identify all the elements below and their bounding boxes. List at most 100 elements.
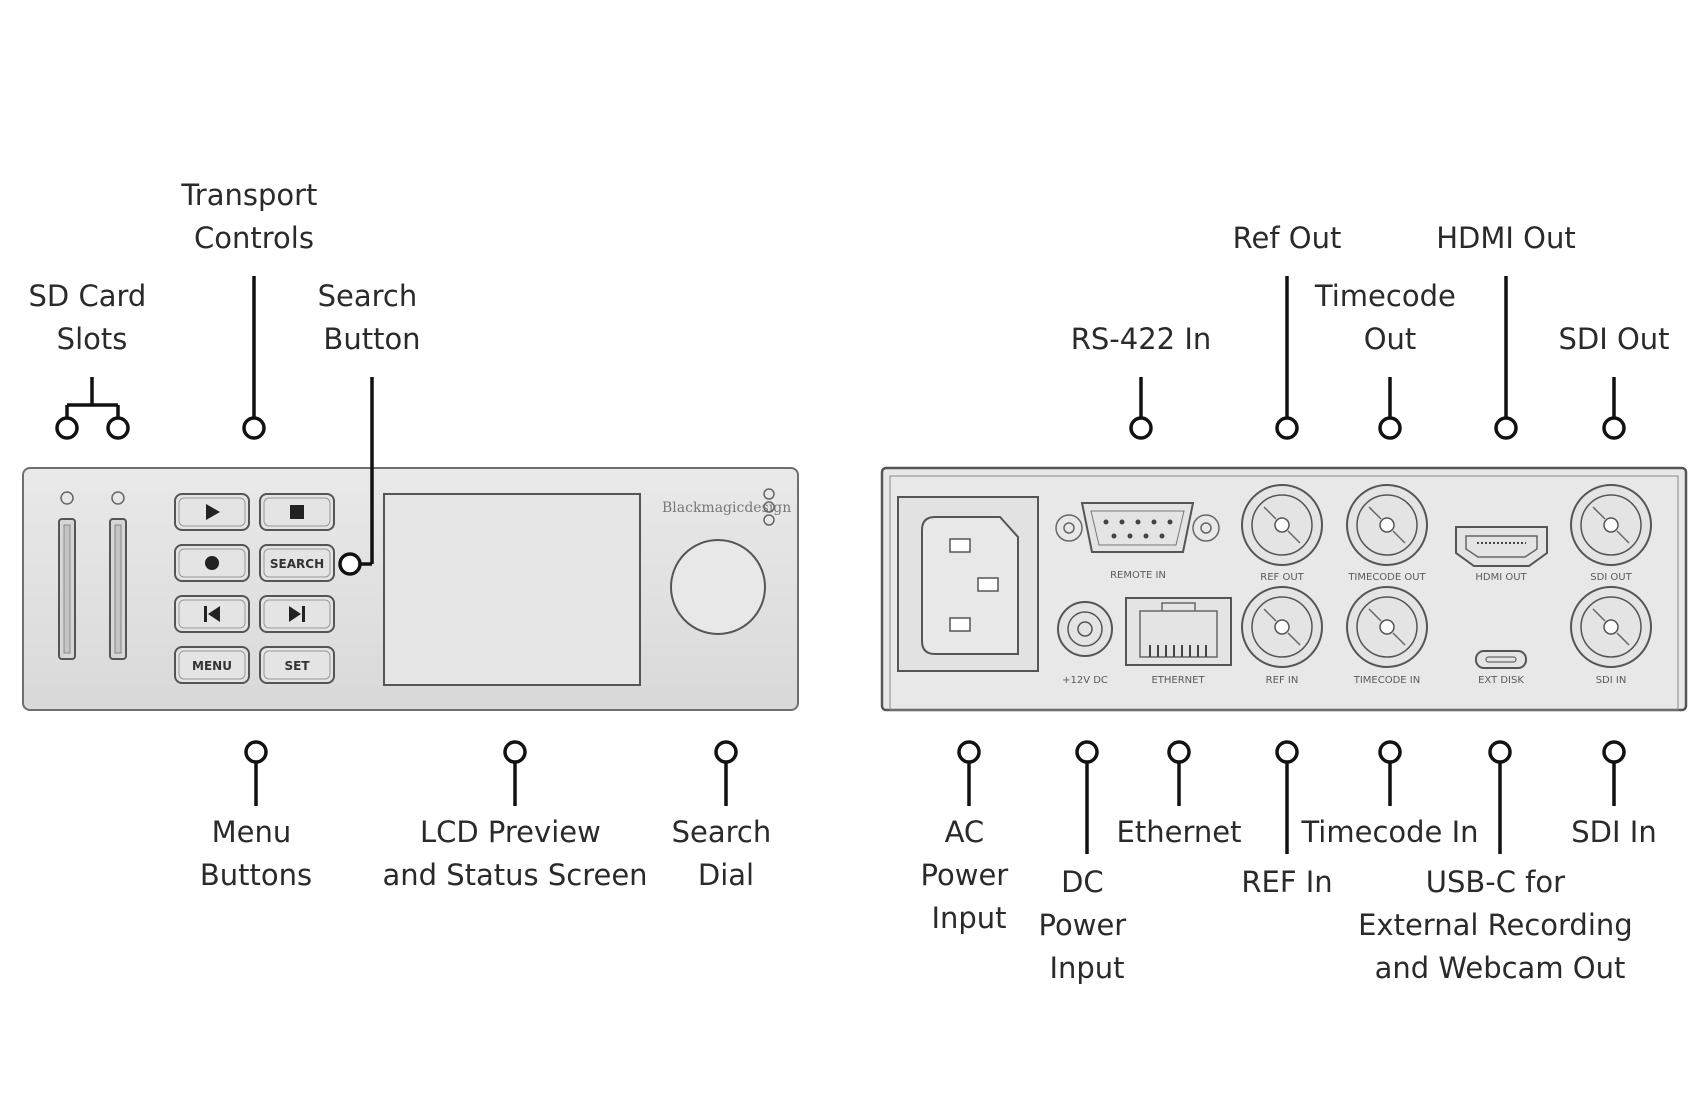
label-line: Ref Out — [1233, 221, 1342, 255]
dc-power-port: +12V DC — [1057, 601, 1113, 686]
leader-ref-out — [1275, 276, 1299, 440]
search-button: SEARCH — [259, 544, 335, 582]
leader-rs422-in — [1129, 377, 1153, 440]
leader-ethernet — [1167, 740, 1191, 806]
label-line: Search — [318, 279, 418, 313]
label-line: SDI In — [1571, 815, 1656, 849]
leader-timecode-out — [1378, 377, 1402, 440]
hdmi-out-port: HDMI OUT — [1455, 526, 1548, 583]
label-hdmi-out: HDMI Out — [1436, 221, 1576, 255]
label-sdi-in: SDI In — [1571, 815, 1656, 849]
label-line: and Webcam Out — [1375, 951, 1626, 985]
front-panel: SEARCH MENU SET — [22, 467, 799, 711]
label-line: Ethernet — [1117, 815, 1242, 849]
stop-button — [259, 493, 335, 531]
label-dc-power: DC Power Input — [1039, 865, 1136, 985]
label-line: External Recording — [1358, 908, 1633, 942]
ref-out-port-label: REF OUT — [1260, 572, 1304, 583]
leader-sdi-out — [1602, 377, 1626, 440]
ethernet-port: ETHERNET — [1125, 597, 1232, 686]
previous-clip-button — [174, 595, 250, 633]
ref-in-port-label: REF IN — [1266, 675, 1299, 686]
play-button — [174, 493, 250, 531]
leader-usb-c — [1488, 740, 1512, 854]
leader-transport-controls — [242, 276, 266, 440]
brand-text: Blackmagicdesign — [662, 500, 791, 516]
label-line: AC — [945, 815, 985, 849]
next-clip-button — [259, 595, 335, 633]
play-icon — [206, 504, 220, 520]
brand-logo — [763, 488, 775, 526]
label-timecode-out: Timecode Out — [1314, 279, 1465, 356]
label-ethernet: Ethernet — [1117, 815, 1242, 849]
label-line: SD Card — [28, 279, 146, 313]
label-search-dial: Search Dial — [672, 815, 781, 892]
label-line: Button — [323, 322, 420, 356]
leader-ref-in — [1275, 740, 1299, 854]
ac-power-inlet — [897, 496, 1039, 672]
label-line: HDMI Out — [1436, 221, 1576, 255]
label-line: Transport — [180, 178, 317, 212]
sdi-in-port-label: SDI IN — [1596, 675, 1627, 686]
dc-port-label: +12V DC — [1062, 675, 1108, 686]
label-line: Power — [1039, 908, 1127, 942]
label-line: SDI Out — [1558, 322, 1669, 356]
label-search-button: Search Button — [318, 279, 427, 356]
stop-icon — [290, 505, 304, 519]
sd-card-slot-1 — [58, 491, 76, 660]
label-line: Buttons — [200, 858, 312, 892]
label-line: Search — [672, 815, 772, 849]
label-sd-card-slots: SD Card Slots — [28, 279, 155, 356]
label-line: LCD Preview — [420, 815, 601, 849]
leader-hdmi-out — [1494, 276, 1518, 440]
label-line: Out — [1364, 322, 1417, 356]
label-lcd-preview: LCD Preview and Status Screen — [382, 815, 647, 892]
leader-search-button — [338, 377, 374, 576]
ethernet-port-label: ETHERNET — [1151, 675, 1205, 686]
rs422-port: REMOTE IN — [1055, 502, 1220, 581]
timecode-out-bnc: TIMECODE OUT — [1346, 484, 1428, 583]
skip-forward-icon — [289, 606, 305, 622]
search-dial — [670, 539, 766, 635]
label-line: REF In — [1241, 865, 1332, 899]
set-button: SET — [259, 646, 335, 684]
timecode-in-bnc: TIMECODE IN — [1346, 586, 1428, 686]
usb-port-label: EXT DISK — [1478, 675, 1524, 686]
record-icon — [205, 556, 219, 570]
menu-button-label: MENU — [192, 659, 232, 673]
label-line: and Status Screen — [382, 858, 647, 892]
ref-in-bnc: REF IN — [1241, 586, 1323, 686]
label-line: Input — [931, 901, 1006, 935]
label-line: USB-C for — [1426, 865, 1565, 899]
leader-sd-card-slots — [55, 377, 130, 440]
sdi-out-bnc: SDI OUT — [1570, 484, 1652, 583]
leader-ac-power — [957, 740, 981, 806]
rs422-port-label: REMOTE IN — [1110, 570, 1166, 581]
leader-menu-buttons — [244, 740, 268, 806]
label-line: Menu — [212, 815, 292, 849]
label-line: Power — [921, 858, 1009, 892]
leader-lcd-preview — [503, 740, 527, 806]
label-ref-in: REF In — [1241, 865, 1332, 899]
hdmi-out-port-label: HDMI OUT — [1475, 572, 1527, 583]
lcd-screen — [383, 493, 641, 686]
sd-card-slot-2 — [109, 491, 127, 660]
label-line: Controls — [194, 221, 314, 255]
label-line: RS-422 In — [1071, 322, 1212, 356]
label-ac-power: AC Power Input — [921, 815, 1018, 935]
usb-c-port: EXT DISK — [1475, 650, 1527, 686]
label-transport-controls: Transport Controls — [180, 178, 326, 255]
label-line: Input — [1049, 951, 1124, 985]
leader-search-dial — [714, 740, 738, 806]
label-line: DC — [1061, 865, 1104, 899]
callout-leaders — [55, 276, 1626, 854]
label-usb-c: USB-C for External Recording and Webcam … — [1358, 865, 1642, 985]
label-menu-buttons: Menu Buttons — [200, 815, 312, 892]
leader-dc-power — [1075, 740, 1099, 854]
menu-button: MENU — [174, 646, 250, 684]
label-line: Slots — [57, 322, 128, 356]
timecode-out-port-label: TIMECODE OUT — [1347, 572, 1426, 583]
sdi-in-bnc: SDI IN — [1570, 586, 1652, 686]
callout-labels: SD Card Slots Transport Controls Search … — [28, 178, 1669, 985]
